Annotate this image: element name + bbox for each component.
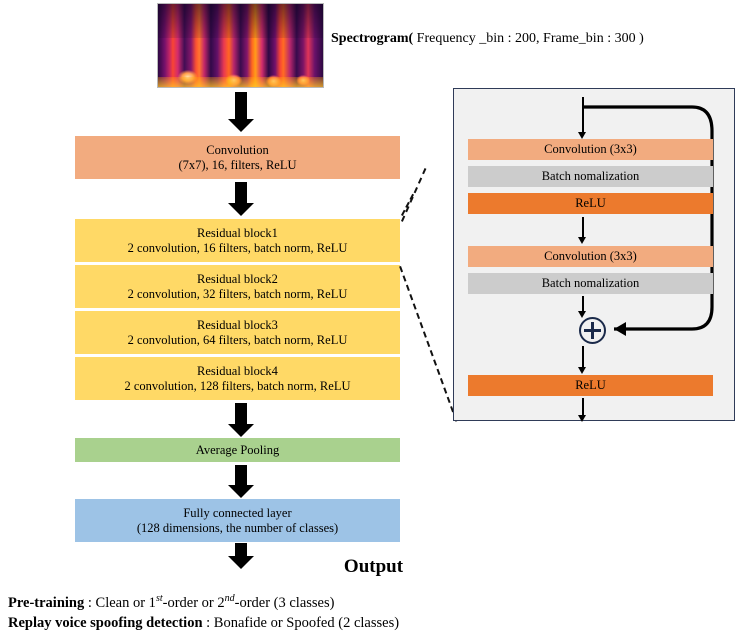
block-residual-block-3-line1: Residual block3	[197, 317, 278, 332]
block-fully-connected-layer[interactable]: Fully connected layer (128 dimensions, t…	[75, 499, 400, 542]
panel-block-batch-norm-1[interactable]: Batch nomalization	[468, 166, 713, 187]
spectrogram-bright-band	[158, 77, 323, 87]
block-average-pooling-line1: Average Pooling	[195, 442, 280, 457]
dashed-connector-bottom	[399, 266, 458, 422]
block-residual-block-1-line2: 2 convolution, 16 filters, batch norm, R…	[127, 240, 348, 255]
block-residual-block-4-line1: Residual block4	[197, 363, 278, 378]
block-convolution[interactable]: Convolution (7x7), 16, filters, ReLU	[75, 136, 400, 179]
panel-output-arrow	[578, 398, 587, 422]
block-residual-block-2-line1: Residual block2	[197, 271, 278, 286]
panel-input-arrow	[578, 97, 587, 139]
block-residual-block-2-line2: 2 convolution, 32 filters, batch norm, R…	[127, 286, 348, 301]
spectrogram-caption: Spectrogram( Frequency _bin : 200, Frame…	[331, 31, 644, 47]
panel-arrow-add-to-relu2	[578, 346, 587, 374]
panel-arrow-bn2-to-add	[578, 296, 587, 318]
footnote-replay-detection: Replay voice spoofing detection : Bonafi…	[8, 613, 399, 633]
residual-block-detail-panel: Convolution (3x3) Batch nomalization ReL…	[453, 88, 735, 422]
plus-circle-icon	[579, 317, 606, 344]
panel-block-batch-norm-1-label: Batch nomalization	[541, 169, 640, 183]
panel-block-convolution-1-label: Convolution (3x3)	[544, 142, 637, 156]
panel-block-relu-2[interactable]: ReLU	[468, 375, 713, 396]
block-residual-block-3[interactable]: Residual block3 2 convolution, 64 filter…	[75, 311, 400, 354]
spectrogram-image	[157, 3, 324, 88]
block-average-pooling[interactable]: Average Pooling	[75, 438, 400, 462]
block-residual-block-1[interactable]: Residual block1 2 convolution, 16 filter…	[75, 219, 400, 262]
block-residual-block-2[interactable]: Residual block2 2 convolution, 32 filter…	[75, 265, 400, 308]
block-residual-block-4[interactable]: Residual block4 2 convolution, 128 filte…	[75, 357, 400, 400]
panel-block-batch-norm-2[interactable]: Batch nomalization	[468, 273, 713, 294]
block-residual-block-3-line2: 2 convolution, 64 filters, batch norm, R…	[127, 332, 348, 347]
panel-block-convolution-2-label: Convolution (3x3)	[544, 249, 637, 263]
arrow-spectrogram-to-convolution	[228, 92, 254, 132]
panel-arrow-relu1-to-conv2	[578, 217, 587, 244]
dashed-connector-top-2	[401, 193, 415, 216]
spectrogram-caption-rest: Frequency _bin : 200, Frame_bin : 300 )	[413, 31, 644, 46]
footnote-pre-training-b: -order or 2	[162, 594, 225, 611]
footnote-sup-nd: nd	[224, 593, 235, 604]
panel-block-relu-2-label: ReLU	[575, 378, 606, 392]
footnote-replay-detection-rest: : Bonafide or Spoofed (2 classes)	[202, 614, 400, 631]
spectrogram-dark-band	[158, 4, 323, 38]
footnotes: Pre-training : Clean or 1st-order or 2nd…	[8, 589, 399, 633]
block-residual-block-1-line1: Residual block1	[197, 225, 278, 240]
footnote-pre-training-a: : Clean or 1	[84, 594, 156, 611]
footnote-replay-detection-label: Replay voice spoofing detection	[8, 614, 203, 631]
block-convolution-line2: (7x7), 16, filters, ReLU	[178, 157, 297, 172]
panel-block-relu-1-label: ReLU	[575, 196, 606, 210]
block-residual-block-4-line2: 2 convolution, 128 filters, batch norm, …	[124, 378, 351, 393]
panel-block-convolution-2[interactable]: Convolution (3x3)	[468, 246, 713, 267]
panel-block-batch-norm-2-label: Batch nomalization	[541, 276, 640, 290]
footnote-pre-training: Pre-training : Clean or 1st-order or 2nd…	[8, 589, 399, 613]
spectrogram-caption-bold: Spectrogram(	[331, 31, 414, 46]
block-convolution-line1: Convolution	[206, 142, 269, 157]
footnote-pre-training-label: Pre-training	[8, 594, 85, 611]
arrow-pooling-to-fc	[228, 465, 254, 498]
arrow-residual4-to-pooling	[228, 403, 254, 437]
panel-block-relu-1[interactable]: ReLU	[468, 193, 713, 214]
panel-block-convolution-1[interactable]: Convolution (3x3)	[468, 139, 713, 160]
footnote-pre-training-c: -order (3 classes)	[234, 594, 335, 611]
output-label: Output	[343, 556, 404, 577]
arrow-fc-to-output	[228, 543, 254, 569]
footnote-sup-st: st	[155, 593, 163, 604]
block-fully-connected-layer-line1: Fully connected layer	[183, 505, 292, 520]
arrow-convolution-to-residual1	[228, 182, 254, 216]
block-fully-connected-layer-line2: (128 dimensions, the number of classes)	[136, 520, 339, 535]
